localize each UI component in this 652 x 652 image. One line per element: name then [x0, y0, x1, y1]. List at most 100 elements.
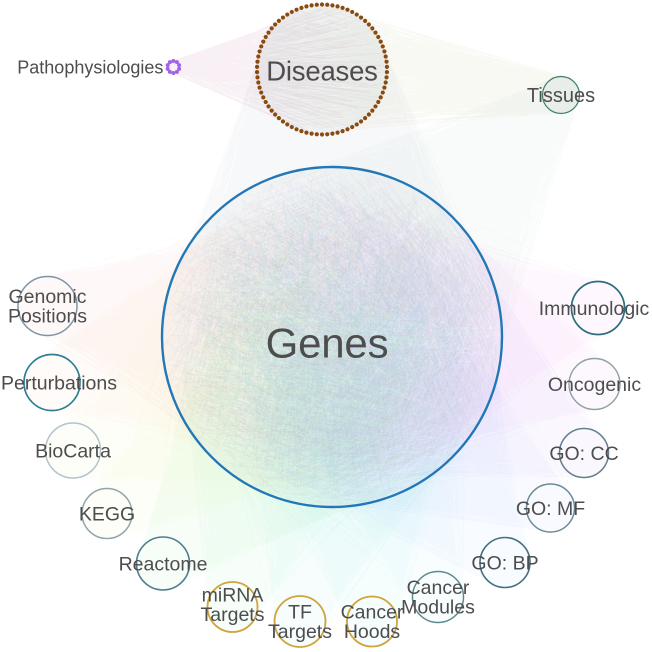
node-fills: [18, 4, 625, 647]
node-kegg[interactable]: [82, 488, 132, 539]
node-cancer_hoods[interactable]: [347, 596, 397, 647]
diseases-ring-dot: [299, 129, 304, 134]
go_cc-label: GO: CC: [549, 443, 618, 465]
node-diseases[interactable]: [257, 4, 387, 135]
diseases-ring-dot: [299, 5, 304, 10]
diseases-ring-dot: [345, 127, 350, 132]
diseases-ring-dot: [330, 3, 335, 8]
pathophysiologies-ring-dot: [174, 69, 179, 74]
node-immunologic[interactable]: [571, 281, 625, 335]
diseases-ring-dot: [340, 129, 345, 134]
diseases-node-ring: [254, 2, 390, 137]
node-go_mf[interactable]: [526, 484, 575, 532]
diseases-ring-dot: [354, 12, 359, 17]
pathophysiologies-ring-dot: [177, 66, 182, 71]
reactome-node-outline: [135, 536, 191, 591]
reactome-label: Reactome: [119, 553, 208, 575]
pathophysiologies-ring-dot: [174, 60, 179, 65]
diseases-ring-dot: [276, 116, 281, 121]
cancer_hoods-label-line2: Hoods: [344, 621, 401, 643]
pathophysiologies-ring-dot: [165, 66, 170, 71]
diseases-ring-dot: [363, 18, 368, 23]
cancer_hoods-node-outline: [346, 595, 398, 648]
diseases-ring-dot: [384, 70, 390, 75]
diseases-ring-dot: [383, 80, 388, 85]
node-biocarta[interactable]: [45, 423, 101, 478]
node-go_cc[interactable]: [559, 428, 609, 478]
tf_targets-label-line1: TF: [288, 602, 312, 624]
node-cancer_modules[interactable]: [412, 571, 464, 623]
genomic_positions-label-line2: Positions: [8, 306, 87, 328]
edges-diseases-genes: [163, 4, 499, 506]
diseases-ring-dot: [269, 26, 274, 31]
diseases-ring-dot: [259, 90, 264, 95]
immunologic-node-outline: [570, 280, 626, 336]
diseases-ring-dot: [304, 4, 309, 9]
node-genes[interactable]: [162, 167, 502, 507]
pathophysiologies-label: Pathophysiologies: [17, 57, 163, 77]
pathophysiologies-ring-dot: [171, 59, 176, 63]
diseases-ring-dot: [273, 22, 278, 27]
perturbations-node-outline: [23, 353, 81, 412]
tf_targets-label-line2: Targets: [268, 621, 332, 643]
node-genomic_positions[interactable]: [18, 276, 77, 336]
genomic_positions-node-outline: [17, 275, 78, 337]
node-oncogenic[interactable]: [569, 358, 620, 410]
tf_targets-node-outline: [273, 595, 327, 648]
node-tissues[interactable]: [542, 76, 580, 114]
diseases-ring-dot: [325, 132, 330, 137]
edges-tissues-diseases: [263, 4, 580, 134]
diseases-ring-dot: [376, 99, 381, 105]
perturbations-label: Perturbations: [1, 372, 117, 394]
diseases-ring-dot: [263, 99, 268, 105]
cancer_modules-label-line1: Cancer: [407, 577, 470, 599]
go_bp-label: GO: BP: [471, 552, 538, 574]
diseases-ring-dot: [254, 64, 260, 69]
kegg-label: KEGG: [79, 503, 135, 525]
go_mf-node-outline: [525, 483, 576, 533]
diseases-ring-dot: [319, 132, 325, 137]
diseases-ring-dot: [294, 7, 299, 12]
diseases-ring-dot: [373, 30, 378, 35]
cancer_modules-label-line2: Modules: [401, 597, 475, 619]
diseases-ring-dot: [335, 130, 340, 135]
tissues-node-outline: [541, 75, 581, 115]
diseases-ring-dot: [370, 26, 375, 31]
biocarta-label: BioCarta: [35, 440, 111, 462]
diseases-ring-dot: [383, 54, 388, 59]
diseases-ring-dot: [384, 59, 389, 64]
diseases-ring-dot: [373, 104, 378, 109]
diseases-ring-dot: [276, 18, 281, 23]
diseases-ring-dot: [363, 116, 368, 121]
pathophysiologies-ring-dot: [167, 69, 172, 74]
pathophysiologies-ring-dot: [167, 60, 172, 65]
tissues-label: Tissues: [527, 85, 595, 107]
node-perturbations[interactable]: [24, 354, 80, 411]
diseases-ring-dot: [294, 127, 299, 132]
diseases-label: Diseases: [266, 56, 378, 87]
diseases-ring-dot: [254, 70, 260, 75]
diseases-ring-dot: [370, 108, 375, 113]
diseases-ring-dot: [256, 54, 261, 59]
diseases-ring-dot: [259, 44, 264, 49]
node-mirna_targets[interactable]: [207, 582, 258, 632]
diseases-ring-dot: [358, 119, 364, 124]
cancer_hoods-label-line1: Cancer: [341, 602, 404, 624]
diseases-ring-dot: [285, 12, 290, 17]
node-go_bp[interactable]: [480, 537, 530, 588]
node-tf_targets[interactable]: [274, 596, 326, 647]
cancer_modules-node-outline: [411, 570, 465, 624]
diseases-ring-dot: [384, 75, 389, 80]
node-reactome[interactable]: [136, 537, 190, 590]
diseases-ring-dot: [350, 9, 355, 15]
diseases-ring-dot: [314, 132, 319, 137]
diseases-ring-dot: [382, 49, 387, 54]
mirna_targets-label-line1: miRNA: [202, 585, 264, 607]
diseases-ring-dot: [325, 2, 330, 7]
diseases-ring-dot: [280, 119, 286, 124]
diseases-ring-dot: [255, 59, 260, 64]
pathophysiologies-node-ring: [165, 59, 182, 75]
diseases-ring-dot: [382, 85, 387, 90]
edges-diseases-diseases: [256, 4, 388, 135]
